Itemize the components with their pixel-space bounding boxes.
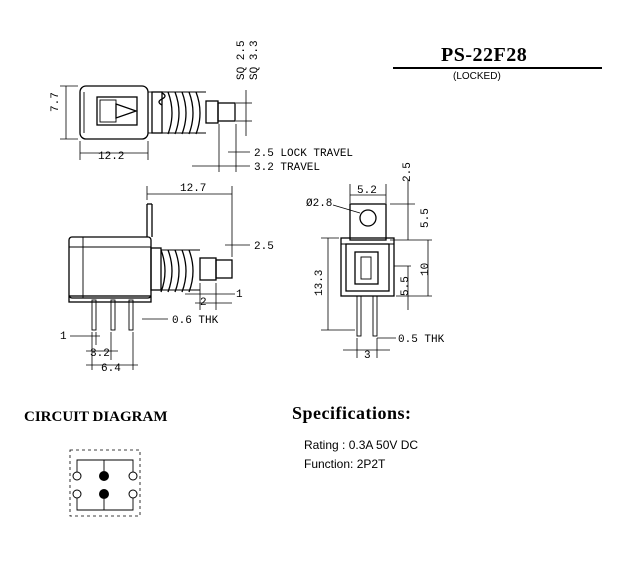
top-width-label: 12.2 — [98, 151, 124, 163]
side-dim-2-label: 2 — [200, 297, 207, 309]
front-dim-5-5-top-label: 5.5 — [420, 208, 432, 228]
front-thickness-label: 0.5 THK — [398, 334, 445, 346]
front-top-label: 2.5 — [402, 162, 414, 182]
front-pin-pitch-label: 3 — [364, 350, 371, 362]
top-height-label: 7.7 — [50, 92, 62, 112]
front-view — [321, 180, 432, 358]
side-dim-1-left-label: 1 — [60, 331, 67, 343]
sq-large-label: SQ 3.3 — [249, 40, 261, 80]
front-height-label: 13.3 — [314, 270, 326, 296]
side-span-label: 6.4 — [101, 363, 121, 375]
sq-small-label: SQ 2.5 — [236, 40, 248, 80]
spec-function: Function: 2P2T — [304, 457, 386, 471]
side-length-label: 12.7 — [180, 183, 206, 195]
front-width-label: 5.2 — [357, 185, 377, 197]
front-dim-10-label: 10 — [420, 263, 432, 276]
lock-travel-label: 2.5 LOCK TRAVEL — [254, 148, 353, 160]
specifications-title: Specifications: — [292, 403, 412, 423]
front-dim-5-5-bottom-label: 5.5 — [400, 276, 412, 296]
side-pitch-label: 3.2 — [90, 348, 110, 360]
top-view — [60, 85, 252, 172]
model-variant: (LOCKED) — [453, 71, 501, 82]
travel-label: 3.2 TRAVEL — [254, 162, 320, 174]
hole-diameter-label: Ø2.8 — [306, 198, 332, 210]
circuit-diagram-title: CIRCUIT DIAGRAM — [24, 409, 168, 425]
side-thickness-label: 0.6 THK — [172, 315, 219, 327]
side-offset-label: 2.5 — [254, 241, 274, 253]
side-dim-1-right-label: 1 — [236, 289, 243, 301]
spec-rating: Rating : 0.3A 50V DC — [304, 438, 419, 452]
circuit-schematic — [69, 449, 141, 517]
side-view — [68, 186, 250, 370]
model-title: PS-22F28 — [441, 44, 528, 66]
